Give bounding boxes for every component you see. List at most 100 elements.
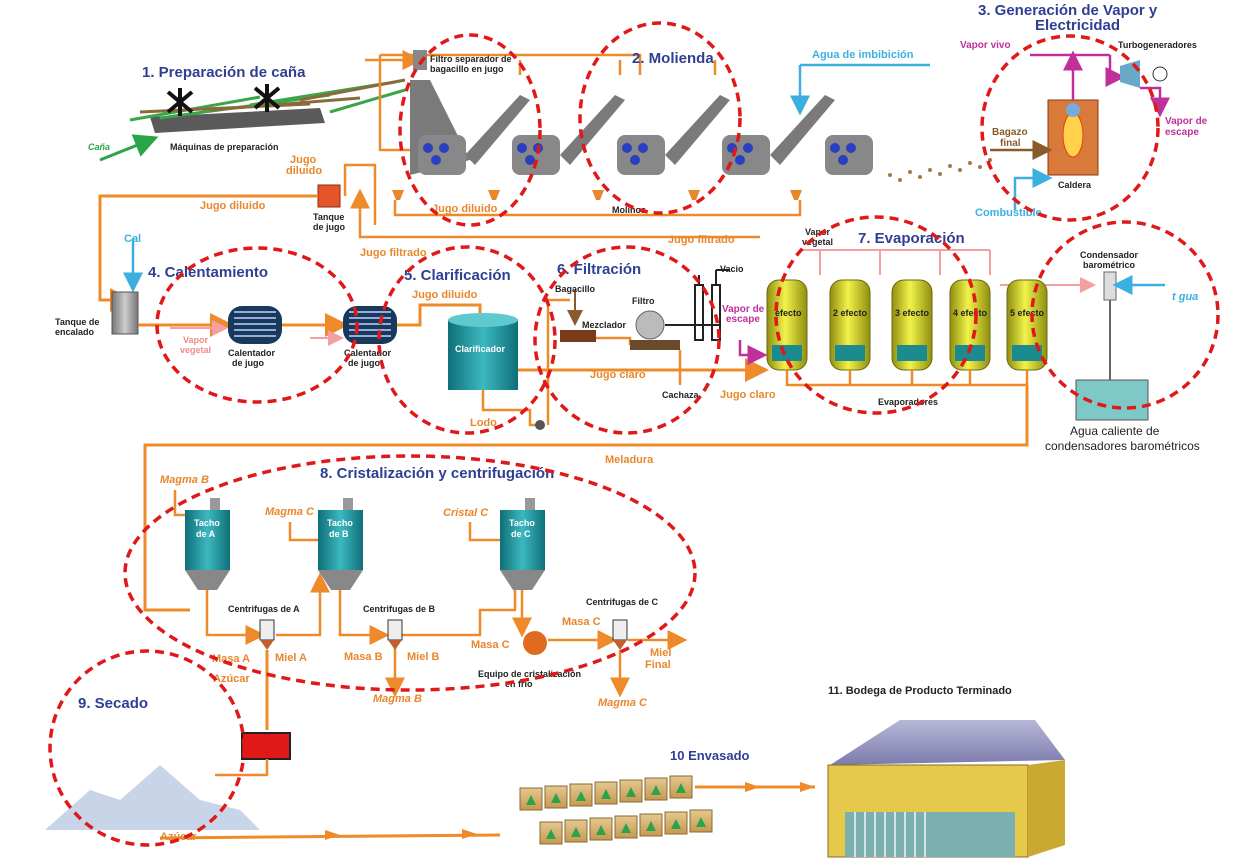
efecto-3-label: 3 efecto (895, 308, 930, 318)
centrifugas-b-label: Centrifugas de B (363, 604, 436, 614)
vacio-label: Vacio (720, 264, 744, 274)
juice-tank-label-2: de jugo (313, 222, 345, 232)
clarification-area: Jugo diluido Clarificador Lodo 5. Clarif… (397, 267, 545, 430)
magma-b-label: Magma B (160, 474, 209, 486)
drying-area: Azúcar 9. Secado (45, 695, 501, 843)
heater-1-label-1: Calentador (228, 348, 276, 358)
section-5-title: 5. Clarificación (404, 267, 511, 284)
mill-4 (722, 135, 770, 175)
packaging-area: 10 Envasado (519, 748, 815, 845)
efecto-2-label: 2 efecto (833, 308, 868, 318)
centrifugas-a-label: Centrifugas de A (228, 604, 300, 614)
meladura-label: Meladura (605, 454, 654, 466)
tacho-c-label-2: de C (511, 529, 531, 539)
clarifier-tank (448, 320, 518, 390)
conveyor-belt (150, 108, 325, 133)
clarifier-top (448, 313, 518, 327)
intermediate-conveyor-1 (465, 95, 530, 165)
vapor-vivo-label: Vapor vivo (960, 40, 1011, 51)
highlight-circle-3 (980, 34, 1160, 222)
miel-b-label: Miel B (407, 651, 439, 663)
evaporator-3: 3 efecto (891, 279, 933, 371)
agua-caliente-label-1: Agua caliente de (1070, 424, 1160, 438)
vapor-escape-label-1: Vapor de (1165, 116, 1208, 127)
exhaust-steam-to-evap (738, 340, 768, 365)
filtration-area: Jugo claro Jugo claro Bagacillo Mezclado… (518, 261, 776, 425)
fuel-pipe (1013, 168, 1053, 210)
cold-crystallizer (523, 631, 547, 655)
turbogenerator-icon (1120, 60, 1140, 88)
condenser-area: Condensador barométrico t gua Agua calie… (1045, 250, 1200, 453)
evaporator-1: efecto (766, 279, 808, 371)
tacho-b-label-2: de B (329, 529, 349, 539)
caldera-label: Caldera (1058, 180, 1092, 190)
juice-filter-separator (413, 50, 427, 70)
vacuum-pan-b: Tacho de B (318, 498, 363, 590)
boiler-drum (1066, 103, 1080, 117)
highlight-circle-condenser (1030, 220, 1220, 410)
mill-1 (410, 80, 470, 175)
generator-icon (1152, 66, 1168, 82)
jugo-claro-label-1: Jugo claro (590, 369, 646, 381)
tacho-c-label-1: Tacho (509, 518, 535, 528)
intermediate-conveyor-4 (770, 95, 835, 165)
tacho-a-label-1: Tacho (194, 518, 220, 528)
flow-arrow-1 (325, 830, 340, 840)
cristal-c-pipe (468, 522, 500, 542)
agua-caliente-label-2: condensadores barométricos (1045, 439, 1200, 453)
crystallization-area: 8. Cristalización y centrifugación Magma… (160, 465, 688, 730)
vapor-escape-label-2: escape (1165, 127, 1199, 138)
highlight-circle-5 (377, 245, 557, 435)
condensador-label-2: barométrico (1083, 260, 1136, 270)
tacho-b-label-1: Tacho (327, 518, 353, 528)
magma-c-pipe (288, 522, 318, 542)
bagazo-label-2: final (1000, 138, 1021, 149)
sugar-bags-row-2 (539, 809, 713, 845)
liming-tank-label-2: encalado (55, 327, 95, 337)
intermediate-conveyor-3 (665, 95, 730, 165)
juice-tank-label-1: Tanque (313, 212, 344, 222)
heater-2-label-1: Calentador (344, 348, 392, 358)
magma-c-label: Magma C (265, 506, 315, 518)
highlight-circle-6 (533, 245, 721, 435)
lodo-label: Lodo (470, 417, 497, 429)
section-1-title: 1. Preparación de caña (142, 64, 306, 81)
tacho-a-label-2: de A (196, 529, 216, 539)
vapor-vegetal-ev-1: Vapor (805, 227, 831, 237)
boiler-area: Vapor vivo Turbogeneradores Vapor de esc… (960, 2, 1208, 219)
mill-2 (512, 135, 560, 175)
filter-base (630, 340, 680, 350)
vapor-escape-f-label-2: escape (726, 314, 760, 325)
centrifugas-c-label: Centrifugas de C (586, 597, 659, 607)
section-9-title: 9. Secado (78, 695, 148, 712)
highlight-circle-2a (398, 33, 542, 227)
preparation-machines-label: Máquinas de preparación (170, 142, 279, 152)
mill-juice-collector-pipe (393, 200, 802, 217)
jugo-diluido-tank-label-2: diluido (286, 165, 322, 177)
barometric-condenser (1103, 271, 1117, 301)
cachaza-label: Cachaza (662, 390, 700, 400)
juice-to-filter-pipe (378, 55, 410, 152)
magma-b-out-label: Magma B (373, 693, 422, 705)
azucar-label-1: Azúcar (213, 673, 250, 685)
vapor-vegetal-ev-2: vegetal (802, 237, 833, 247)
vapor-escape-f-label-1: Vapor de (722, 304, 765, 315)
sugar-pile (45, 765, 260, 830)
jugo-diluido-clar-label: Jugo diluido (412, 289, 478, 301)
masa-b-label: Masa B (344, 651, 383, 663)
jugo-diluido-mill-label: Jugo diluido (432, 203, 498, 215)
rotary-filter (635, 310, 665, 340)
milling-area: Filtro separador de bagacillo en jugo Ju… (365, 49, 992, 217)
miel-b-pipe (402, 590, 517, 637)
warehouse-roof (830, 720, 1065, 765)
mud-pump (535, 420, 545, 430)
jugo-claro-label-2: Jugo claro (720, 389, 776, 401)
turbogeneradores-label: Turbogeneradores (1118, 40, 1197, 50)
miel-final-label-2: Final (645, 659, 671, 671)
tank-loop-pipe (343, 163, 377, 225)
recirculation-drops (518, 60, 717, 75)
preparation-knife-2-icon (253, 84, 281, 112)
section-7-title: 7. Evaporación (858, 230, 965, 247)
jugo-filtrado-label-2: Jugo filtrado (668, 234, 735, 246)
